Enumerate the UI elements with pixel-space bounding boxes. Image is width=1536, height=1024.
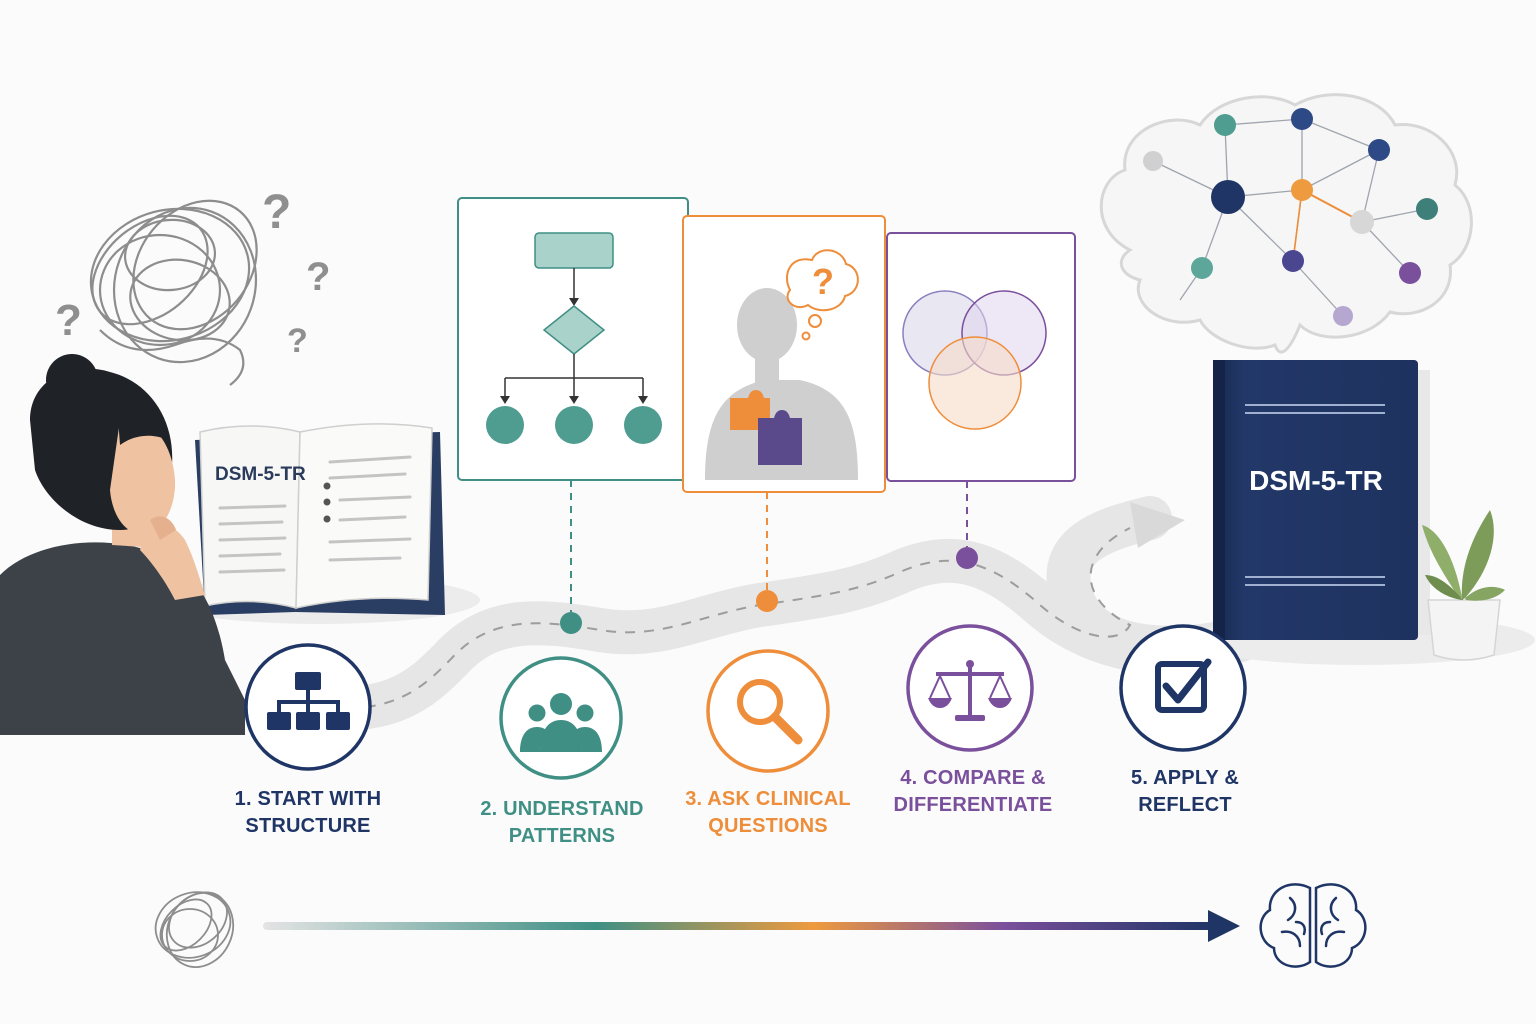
step-2-label-line2: PATTERNS	[508, 825, 616, 847]
step-2-icon	[499, 656, 623, 780]
people-group-icon	[520, 693, 602, 752]
question-mark: ?	[306, 255, 330, 299]
question-mark: ?	[55, 296, 82, 345]
question-mark: ?	[262, 186, 291, 239]
open-book-title: DSM-5-TR	[215, 464, 306, 485]
step-2-label-line1: 2. UNDERSTAND	[480, 798, 644, 820]
step-5-label: 5. APPLY & REFLECT	[1085, 765, 1285, 819]
step-1-icon	[244, 643, 372, 771]
brain-network-icon	[1099, 93, 1473, 354]
step-1-label: 1. START WITH STRUCTURE	[208, 786, 408, 840]
question-marks: ? ? ? ?	[55, 186, 330, 360]
step-2-label: 2. UNDERSTAND PATTERNS	[460, 796, 664, 850]
step-3-label-line2: QUESTIONS	[708, 815, 828, 837]
step-5-label-line2: REFLECT	[1138, 794, 1232, 816]
road-arrow-icon	[1130, 502, 1185, 548]
step-3-label-line1: 3. ASK CLINICAL	[685, 788, 851, 810]
step-4-label: 4. COMPARE & DIFFERENTIATE	[866, 765, 1080, 819]
checkbox-icon	[1155, 658, 1212, 713]
connectors	[570, 480, 968, 612]
student-reading-illustration	[0, 354, 245, 735]
closed-book-title: DSM-5-TR	[1249, 465, 1383, 496]
question-mark: ?	[287, 322, 308, 360]
step-5-icon	[1119, 624, 1247, 752]
step-4-label-line2: DIFFERENTIATE	[893, 794, 1053, 816]
flowchart-card	[457, 197, 689, 481]
step-1-label-line2: STRUCTURE	[245, 815, 371, 837]
step-3-label: 3. ASK CLINICAL QUESTIONS	[666, 786, 870, 840]
road-marker-teal	[560, 612, 582, 634]
clear-brain-icon	[1259, 883, 1367, 968]
clinical-question-card: ?	[682, 215, 886, 493]
thought-question-mark: ?	[812, 261, 834, 302]
hierarchy-icon	[267, 672, 350, 730]
progress-arrow	[154, 883, 1367, 968]
magnifier-icon	[737, 679, 803, 745]
step-4-label-line1: 4. COMPARE &	[900, 767, 1046, 789]
step-5-label-line1: 5. APPLY &	[1131, 767, 1239, 789]
step-4-icon	[906, 624, 1034, 752]
open-book: DSM-5-TR	[160, 423, 480, 624]
tangled-thoughts-icon	[89, 199, 258, 386]
balance-scale-icon	[928, 660, 1012, 721]
step-1-label-line1: 1. START WITH	[234, 788, 382, 810]
road-marker-purple	[956, 547, 978, 569]
potted-plant-icon	[1422, 510, 1505, 661]
venn-diagram-card	[886, 232, 1076, 482]
step-3-icon	[706, 649, 830, 773]
road-marker-orange	[756, 590, 778, 612]
tangled-mind-icon	[154, 891, 235, 968]
